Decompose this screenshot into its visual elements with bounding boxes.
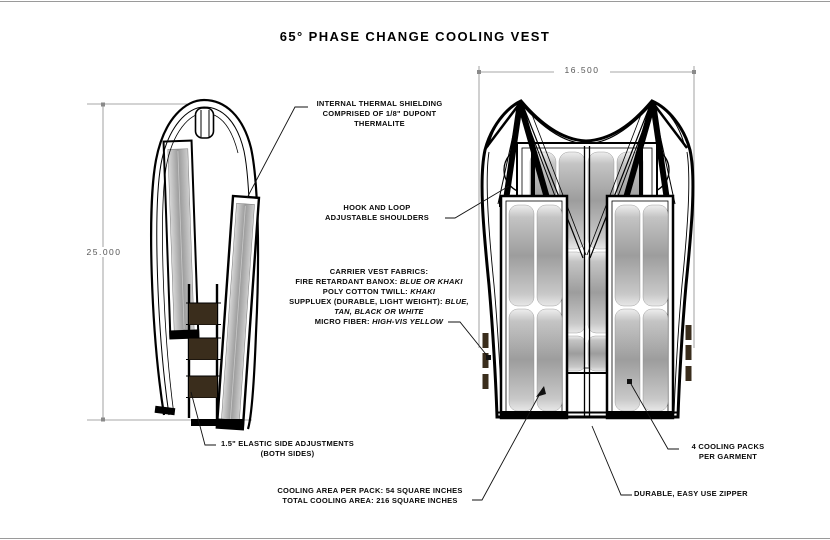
leader-micro-fiber [448, 321, 490, 359]
leader-micro-endpoint [486, 355, 491, 360]
callout-line: (BOTH SIDES) [260, 449, 315, 458]
callout-line: 1.5" ELASTIC SIDE ADJUSTMENTS [220, 439, 355, 448]
leader-lines [190, 106, 679, 501]
front-pack-panel-left [499, 194, 569, 420]
leader-zipper [591, 425, 632, 496]
drawing-title: 65° PHASE CHANGE COOLING VEST [279, 29, 551, 44]
sheet-border-top [0, 1, 830, 2]
front-pack-panel-right [605, 194, 675, 420]
leader-internal-shielding [246, 106, 308, 199]
callout-line: INTERNAL THERMAL SHIELDING [316, 99, 443, 108]
leader-packs-endpoint [627, 379, 632, 384]
callout-line: TOTAL COOLING AREA: 216 SQUARE INCHES [282, 496, 458, 505]
callout-line: DURABLE, EASY USE ZIPPER [634, 489, 748, 498]
callout-line: POLY COTTON TWILL: KHAKI [322, 287, 436, 296]
leader-cooling-packs [630, 383, 679, 450]
callout-line: PER GARMENT [698, 452, 758, 461]
dimension-width-value: 16.500 [554, 65, 610, 75]
callout-line: CARRIER VEST FABRICS: [329, 267, 429, 276]
leader-cooling-arrowhead [536, 386, 546, 397]
callout-elastic-adjustments: 1.5" ELASTIC SIDE ADJUSTMENTS (BOTH SIDE… [210, 439, 365, 459]
callout-line: HOOK AND LOOP [343, 203, 411, 212]
front-view [480, 99, 695, 420]
front-elastic-tabs [482, 325, 692, 389]
callout-internal-shielding: INTERNAL THERMAL SHIELDING COMPRISED OF … [297, 99, 462, 129]
leader-elastic [190, 391, 216, 446]
callout-line: FIRE RETARDANT BANOX: BLUE OR KHAKI [295, 277, 463, 286]
side-front-pack-panel [215, 194, 261, 431]
callout-line: 4 COOLING PACKS [691, 442, 765, 451]
sheet-border-bottom [0, 538, 830, 539]
front-cooling-packs-left [508, 204, 563, 412]
front-cooling-packs-right [614, 204, 669, 412]
leader-cooling-area [472, 387, 544, 501]
zipper [583, 146, 591, 416]
callout-line: COMPRISED OF 1/8" DUPONT [322, 109, 437, 118]
callout-line: MICRO FIBER: HIGH-VIS YELLOW [314, 317, 444, 326]
callout-zipper: DURABLE, EASY USE ZIPPER [634, 489, 804, 499]
side-view [150, 98, 261, 431]
callout-line: SUPPLUEX (DURABLE, LIGHT WEIGHT): BLUE, … [289, 297, 469, 316]
callout-cooling-area: COOLING AREA PER PACK: 54 SQUARE INCHES … [270, 486, 470, 506]
elastic-side-straps [189, 303, 217, 398]
side-hem-front [191, 419, 244, 426]
callout-hook-loop: HOOK AND LOOP ADJUSTABLE SHOULDERS [312, 203, 442, 223]
side-shoulder-strap [194, 107, 215, 139]
callout-cooling-packs: 4 COOLING PACKS PER GARMENT [680, 442, 776, 462]
dimension-height-value: 25.000 [78, 247, 130, 257]
side-hem-left [154, 405, 176, 416]
leader-hook-loop [445, 185, 510, 219]
callout-line: ADJUSTABLE SHOULDERS [324, 213, 430, 222]
callout-fabrics: CARRIER VEST FABRICS: FIRE RETARDANT BAN… [286, 267, 472, 327]
callout-line: THERMALITE [354, 119, 405, 128]
callout-line: COOLING AREA PER PACK: 54 SQUARE INCHES [277, 486, 463, 495]
